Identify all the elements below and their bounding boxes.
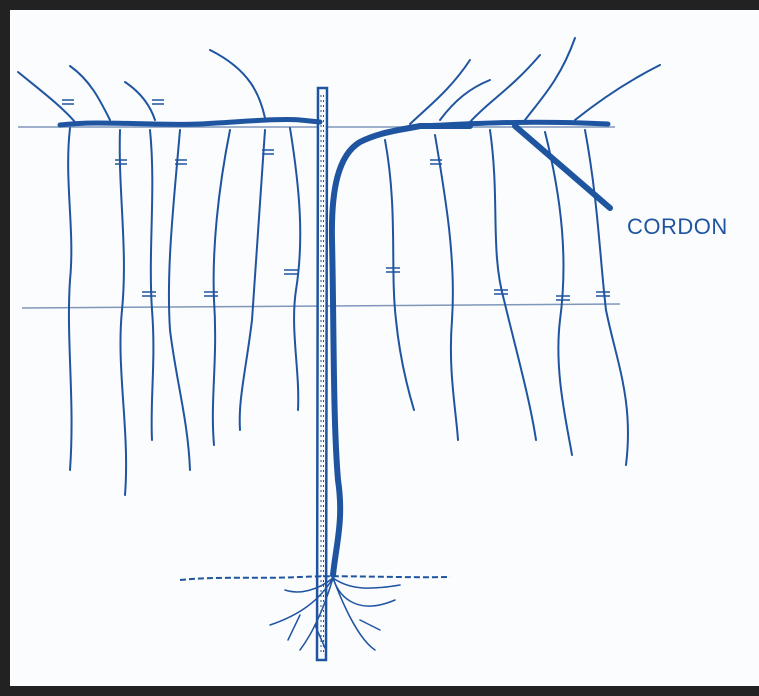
ground-line — [180, 576, 450, 580]
root-system — [270, 578, 400, 650]
hanging-shoots — [68, 128, 628, 495]
cordon-label: CORDON — [627, 214, 728, 240]
cordon-pointer — [515, 126, 610, 208]
support-post — [317, 88, 327, 660]
upright-shoots — [18, 38, 660, 124]
